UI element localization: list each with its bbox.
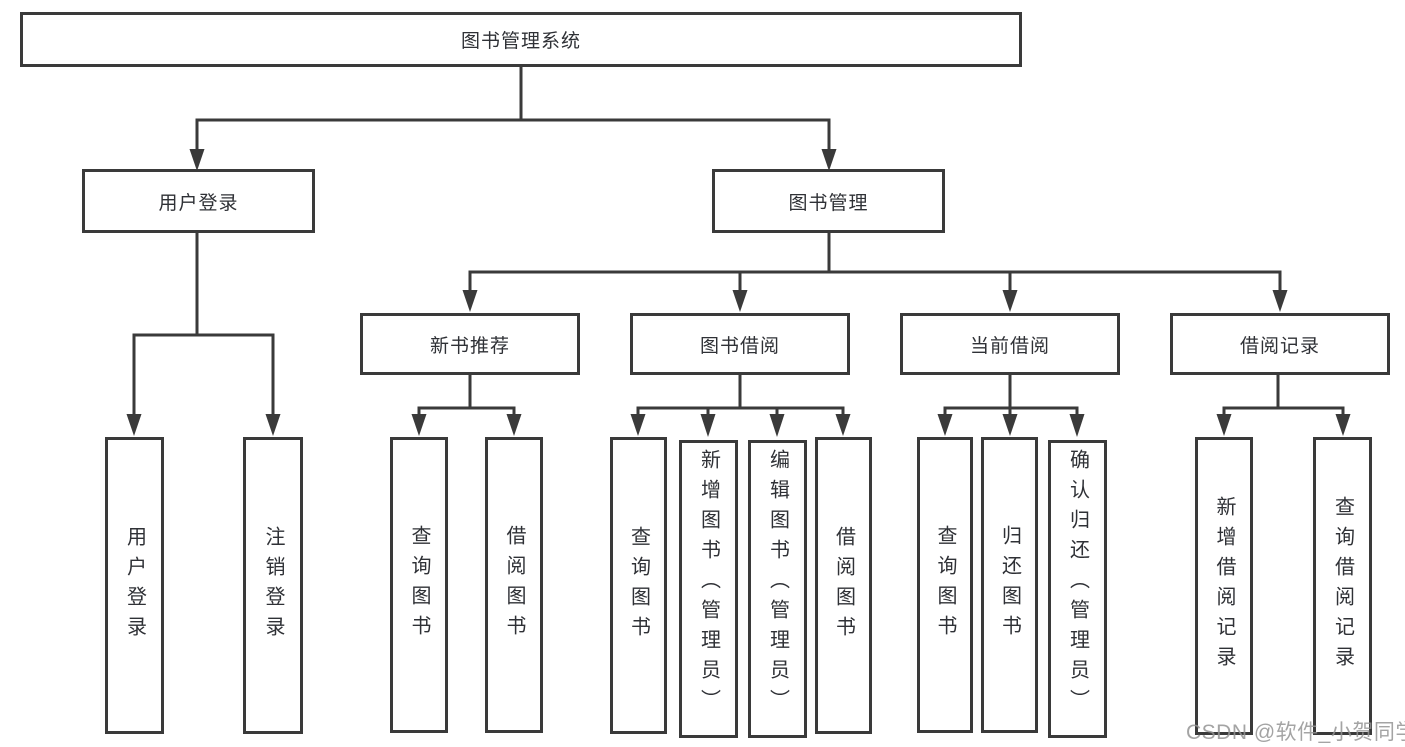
- leaf-add-borrow-record: 新增借阅记录: [1195, 437, 1253, 735]
- node-label: 查询借阅记录: [1331, 496, 1354, 676]
- node-label: 借阅记录: [1239, 335, 1320, 357]
- leaf-confirm-return-admin: 确认归还（管理员）: [1048, 440, 1107, 738]
- node-label: 查询图书: [408, 525, 430, 645]
- node-label: 当前借阅: [969, 335, 1050, 357]
- leaf-borrow-books: 借阅图书: [485, 437, 543, 733]
- node-label: 编辑图书（管理员）: [766, 449, 789, 719]
- leaf-logout: 注销登录: [243, 437, 303, 734]
- leaf-query-borrow-record: 查询借阅记录: [1313, 437, 1372, 735]
- leaf-query-books: 查询图书: [390, 437, 448, 733]
- node-book-borrow: 图书借阅: [630, 313, 850, 375]
- leaf-query-books: 查询图书: [610, 437, 667, 734]
- node-label: 图书借阅: [699, 335, 780, 357]
- node-label: 查询图书: [627, 525, 650, 646]
- node-label: 新书推荐: [429, 335, 510, 357]
- node-label: 图书管理系统: [460, 31, 581, 52]
- node-new-book-recommend: 新书推荐: [360, 313, 580, 375]
- node-label: 用户登录: [158, 192, 239, 214]
- leaf-edit-books-admin: 编辑图书（管理员）: [748, 440, 807, 738]
- node-label: 注销登录: [262, 525, 284, 646]
- node-label: 借阅图书: [832, 525, 855, 646]
- node-label: 用户登录: [123, 525, 146, 646]
- node-root-system: 图书管理系统: [20, 12, 1022, 67]
- node-label: 图书管理: [788, 192, 869, 214]
- node-label: 归还图书: [998, 525, 1021, 645]
- node-borrow-records: 借阅记录: [1170, 313, 1390, 375]
- node-label: 查询图书: [934, 525, 956, 645]
- leaf-add-books-admin: 新增图书（管理员）: [679, 440, 738, 738]
- node-label: 新增借阅记录: [1213, 496, 1235, 676]
- leaf-user-login: 用户登录: [105, 437, 164, 734]
- node-label: 新增图书（管理员）: [697, 449, 720, 719]
- node-label: 借阅图书: [503, 525, 525, 645]
- arrowheads: [126, 149, 1351, 437]
- csdn-watermark: CSDN @软件_小贺同学: [1186, 721, 1405, 744]
- leaf-query-books: 查询图书: [917, 437, 973, 733]
- leaf-borrow-books: 借阅图书: [815, 437, 872, 734]
- node-current-borrow: 当前借阅: [900, 313, 1120, 375]
- node-label: 确认归还（管理员）: [1066, 449, 1089, 719]
- node-book-management: 图书管理: [712, 169, 945, 233]
- leaf-return-books: 归还图书: [981, 437, 1038, 733]
- node-user-login: 用户登录: [82, 169, 315, 233]
